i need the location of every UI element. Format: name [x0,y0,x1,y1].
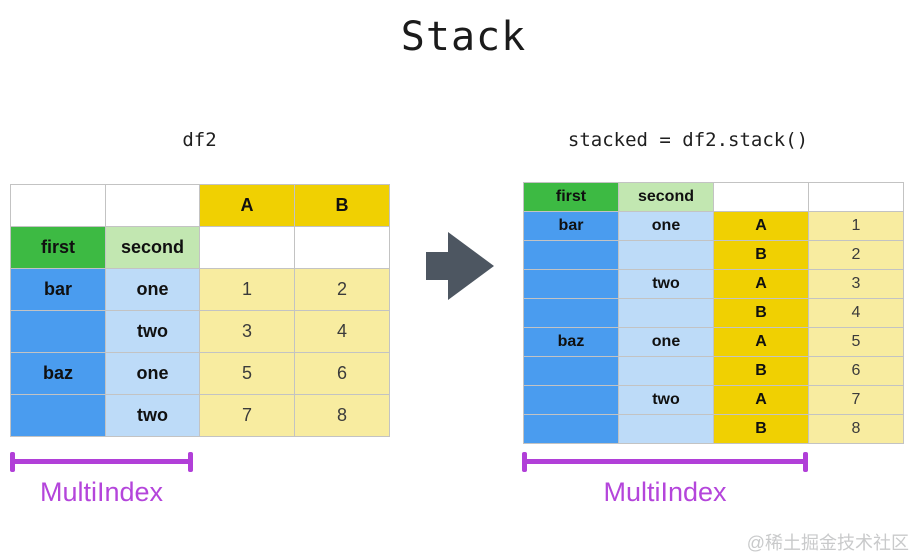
cell-first [523,240,619,270]
cell-value: 2 [808,240,904,270]
cell-second [618,240,714,270]
table-row: B 6 [523,356,904,386]
right-multiindex-bracket [522,459,808,464]
cell-second: one [105,352,200,395]
empty-cell [294,226,390,269]
table-row: baz one 5 6 [10,352,390,395]
cell-value: 3 [808,269,904,299]
cell-value: 6 [808,356,904,386]
cell-level: B [713,298,809,328]
cell-first [10,394,106,437]
table-row: two A 7 [523,385,904,415]
empty-cell [105,184,200,227]
df2-table: A B first second bar one 1 2 two 3 4 baz… [10,184,390,437]
cell-value: 5 [808,327,904,357]
empty-cell [10,184,106,227]
index-header-first: first [523,182,619,212]
index-header-second: second [618,182,714,212]
cell-first [523,356,619,386]
cell-first: baz [10,352,106,395]
cell-first [523,298,619,328]
cell-second: two [618,269,714,299]
cell-first: baz [523,327,619,357]
stacked-table: first second bar one A 1 B 2 two A 3 B [523,182,904,444]
cell-value-a: 3 [199,310,295,353]
cell-second: two [105,310,200,353]
cell-value-b: 6 [294,352,390,395]
empty-cell [808,182,904,212]
cell-first: bar [523,211,619,241]
cell-value: 4 [808,298,904,328]
cell-first [10,310,106,353]
index-header-first: first [10,226,106,269]
cell-second [618,414,714,444]
bracket-cap [10,452,15,472]
table-row: baz one A 5 [523,327,904,357]
cell-value-b: 4 [294,310,390,353]
col-header-a: A [199,184,295,227]
cell-second: one [618,211,714,241]
transform-arrow-icon [425,231,495,301]
left-multiindex-bracket [10,459,193,464]
table-row: two 3 4 [10,310,390,353]
cell-level: A [713,269,809,299]
page-title: Stack [400,14,527,60]
col-header-b: B [294,184,390,227]
cell-second [618,298,714,328]
cell-value-a: 1 [199,268,295,311]
bracket-cap [803,452,808,472]
cell-value: 8 [808,414,904,444]
cell-second: one [618,327,714,357]
table-row: bar one A 1 [523,211,904,241]
cell-level: A [713,327,809,357]
cell-value-a: 7 [199,394,295,437]
table-row: first second [10,226,390,269]
cell-level: A [713,211,809,241]
table-row: B 2 [523,240,904,270]
bracket-cap [522,452,527,472]
stacked-code-label: stacked = df2.stack() [567,129,809,151]
cell-value: 7 [808,385,904,415]
cell-second: two [618,385,714,415]
table-row: first second [523,182,904,212]
cell-value: 1 [808,211,904,241]
cell-second [618,356,714,386]
table-row: two 7 8 [10,394,390,437]
cell-second: two [105,394,200,437]
right-multiindex-label: MultiIndex [603,477,727,507]
cell-first: bar [10,268,106,311]
cell-first [523,414,619,444]
cell-value-b: 8 [294,394,390,437]
cell-value-a: 5 [199,352,295,395]
bracket-cap [188,452,193,472]
left-multiindex-label: MultiIndex [39,477,164,507]
cell-level: B [713,356,809,386]
cell-level: B [713,414,809,444]
table-row: bar one 1 2 [10,268,390,311]
table-row: A B [10,184,390,227]
cell-value-b: 2 [294,268,390,311]
table-row: two A 3 [523,269,904,299]
table-row: B 8 [523,414,904,444]
cell-level: A [713,385,809,415]
cell-level: B [713,240,809,270]
table-row: B 4 [523,298,904,328]
cell-second: one [105,268,200,311]
index-header-second: second [105,226,200,269]
empty-cell [199,226,295,269]
cell-first [523,269,619,299]
df2-code-label: df2 [182,129,217,151]
cell-first [523,385,619,415]
watermark: @稀土掘金技术社区 [746,533,909,553]
empty-cell [713,182,809,212]
